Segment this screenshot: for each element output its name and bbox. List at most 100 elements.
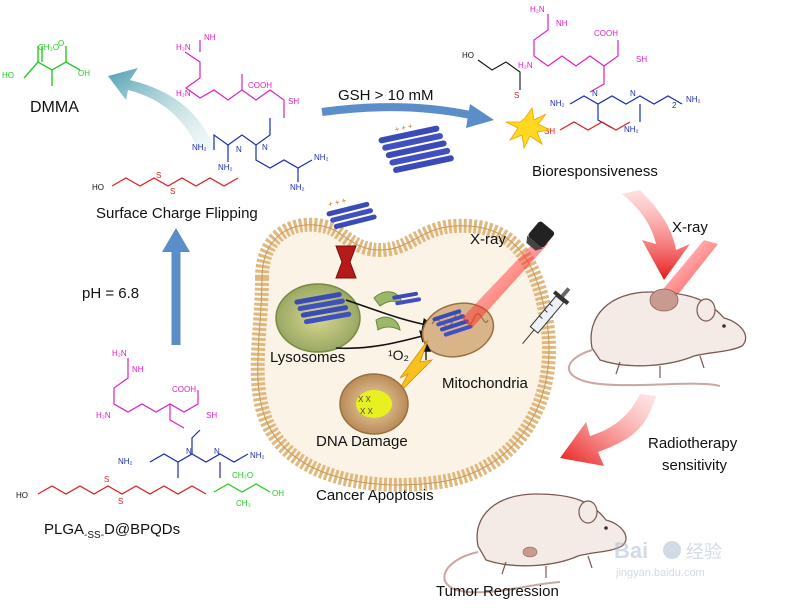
bpqd-in-lysosome [294,292,352,325]
br-sh: SH [636,55,647,64]
lysosomes-label: Lysosomes [270,349,345,366]
dna-region [356,390,392,418]
syringe-icon [522,287,571,344]
br-sh-red: SH [544,127,555,136]
plga-nh2-left: NH₂ [118,457,133,466]
xray-cell-label: X-ray [470,231,506,248]
dmma-structure: HO OH CH₃O O DMMA [2,39,90,116]
plga-cooh: COOH [172,385,196,394]
gsh-label: GSH > 10 mM [338,87,433,104]
transport-arrow-2 [335,330,434,350]
bpqd-free [392,291,421,306]
surface-charge-structure: H₂N NH H₂N COOH SH NH₂ N N NH₂ NH₂ NH₂ H… [92,33,329,222]
dmma-release-arrow [108,68,215,150]
plga-ho-top: HO [92,183,104,192]
xray-beam-mouse [654,240,718,302]
surface-charge-label: Surface Charge Flipping [96,205,258,222]
xray-source-icon [526,221,555,251]
br-h2n: H₂N [518,61,533,70]
ros-bolt [395,339,434,397]
plga-nh: NH [132,365,144,374]
dmma-ho-label: HO [2,71,14,80]
mouse-ear [696,298,716,322]
mouse2-ear [578,500,598,524]
mouse2-legs [501,555,593,578]
cooh-label: COOH [248,81,272,90]
bioresponsive-structure: H₂N NH H₂N COOH SH NH₂ N N NH₂ 2 NH₂ SH … [462,5,701,180]
disulfide-s-2: S [170,187,175,196]
tumor-site [649,288,679,312]
dna-strand-2: X X [360,407,374,416]
membrane-channel [335,245,357,279]
plga-sh: SH [206,411,217,420]
dmma-oh-label: OH [78,69,90,78]
disulfide-s-1: S [156,171,161,180]
bpqd-in-mito [432,309,473,337]
xray-mouse-label: X-ray [672,219,708,236]
plga-h2n-top: H₂N [112,349,127,358]
plga-structure: H₂N NH H₂N COOH SH NH₂ N N NH₂ HO S S CH… [16,349,284,541]
guanidine-nh2: H₂N [176,43,191,52]
br-nh2-left: NH₂ [550,99,565,108]
dmma-o-label: O [58,39,64,48]
ph-label: pH = 6.8 [82,285,139,302]
br-nh2-bottom: NH₂ [624,125,639,134]
blue-nh2-4: NH₂ [290,183,305,192]
blue-nh2-1: NH₂ [192,143,207,152]
br-n-2: N [630,89,636,98]
br-nh: NH [556,19,568,28]
vesicle-2 [375,316,401,331]
cancer-apoptosis-label: Cancer Apoptosis [316,487,434,504]
tumor-regression-label: Tumor Regression [436,583,559,600]
plga-ho-bottom: HO [16,491,28,500]
br-cooh: COOH [594,29,618,38]
plga-nh2-right: NH₂ [250,451,265,460]
dna-damage-label: DNA Damage [316,433,408,450]
mouse-eye [722,324,726,328]
dmma-ch3o-label: CH₃O [38,43,59,52]
xray-beam-cell [462,236,548,328]
ph-arrow-head [162,228,190,252]
blue-nh2-2: NH₂ [314,153,329,162]
guanidine-nh: NH [204,33,216,42]
red-arrow-to-regression [560,394,656,466]
dmma-label: DMMA [30,99,79,116]
cell-membrane-outline [257,224,550,486]
bpqd-nanosheet-top: + + + [378,122,454,173]
plga-oh: OH [272,489,284,498]
plga-label: PLGA-SS-D@BPQDs [44,521,180,541]
regressed-mouse: Tumor Regression [436,493,627,600]
bpqd-nanosheet-entry: + + + [326,196,377,229]
mouse-legs [615,355,705,378]
watermark: Bai 经验 jingyan.baidu.com [614,538,722,579]
amine-h2n: H₂N [176,89,191,98]
mouse2-tumor-site [522,546,538,558]
dna-strand-1: X X [358,395,372,404]
singlet-oxygen-label: ¹O₂ [388,347,409,363]
blue-n-2: N [262,143,268,152]
nanosheet-charges: + + + [394,122,414,135]
blue-nh2-3: NH₂ [218,163,233,172]
br-plga-ho: HO [462,51,474,60]
mouse2-body [476,493,627,567]
gsh-arrow-shaft [321,103,476,120]
br-nh2-right: NH₂ [686,95,701,104]
cancer-cell: + + + [250,196,556,504]
plga-n-1: N [186,447,192,456]
watermark-paw-icon [663,541,681,559]
gsh-arrow-head [466,104,494,128]
br-h2n-top: H₂N [530,5,545,14]
br-n-1: N [592,89,598,98]
sh-label: SH [288,97,299,106]
mouse-tail [568,349,721,387]
plga-s-2: S [118,497,123,506]
mouse2-eye [604,526,608,530]
mouse2-tail [443,551,561,594]
bioresponsiveness-label: Bioresponsiveness [532,163,658,180]
radiotherapy-label-line2: sensitivity [662,457,728,474]
watermark-url: jingyan.baidu.com [615,567,705,579]
plga-s-1: S [104,475,109,484]
watermark-brand2: 经验 [686,542,722,562]
